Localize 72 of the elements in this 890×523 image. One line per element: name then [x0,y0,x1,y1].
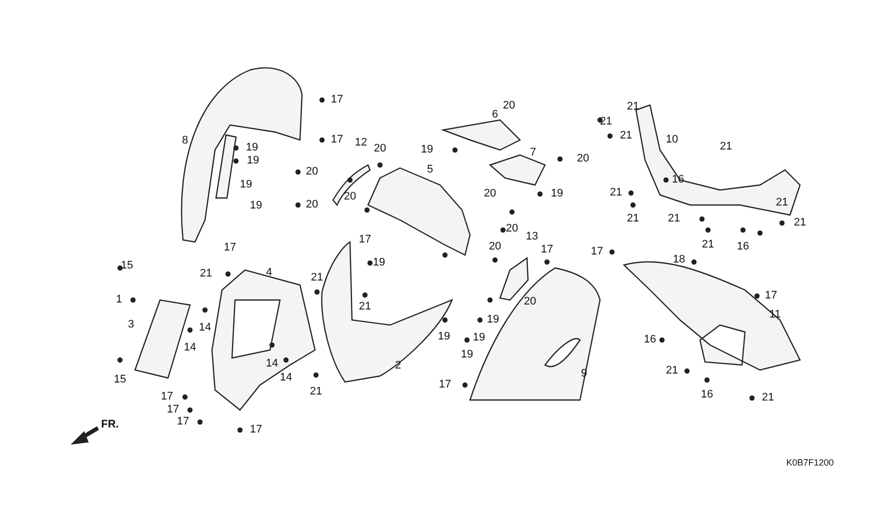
callout-number: 21 [668,214,680,224]
callout-number: 14 [280,372,292,384]
callout-number: 17 [250,424,262,436]
callout-number: 20 [524,296,536,308]
callout-number: 3 [128,320,134,330]
callout-number: 16 [644,334,656,346]
callout-number: 5 [426,164,434,176]
callout-number: 21 [794,218,806,228]
callout-number: 1 [116,294,122,306]
callout-number: 4 [266,268,272,278]
callout-number: 17 [176,416,190,428]
callout-number: 14 [198,322,212,334]
callout-number: 19 [438,332,450,342]
callout-number: 21 [720,142,732,152]
callout-number: 19 [472,332,486,344]
callout-number: 21 [310,272,324,284]
callout-number: 21 [358,302,372,312]
callout-number: 21 [620,130,632,142]
callout-number: 7 [530,148,536,158]
callout-number: 17 [160,392,174,402]
callout-number: 17 [166,404,180,416]
callout-number: 20 [306,166,318,178]
callout-number: 21 [666,366,678,376]
callout-number: 19 [240,180,252,190]
callout-number: 21 [600,116,612,128]
callout-number: 14 [184,342,196,354]
callout-number: 20 [506,224,518,234]
callout-number: 19 [246,142,258,154]
callout-number: 20 [488,242,502,252]
callout-number: 21 [776,198,788,208]
callout-number: 20 [374,144,386,154]
callout-number: 10 [666,134,678,146]
callout-number: 21 [702,240,714,250]
callout-number: 19 [250,200,262,212]
callout-number: 14 [266,358,278,370]
callout-number: 20 [502,100,516,112]
callout-number: 19 [372,258,386,268]
callout-number: 21 [626,214,640,224]
callout-number: 15 [120,260,134,272]
callout-number: 17 [358,234,372,246]
callout-number: 17 [330,134,344,146]
callout-number: 20 [306,200,318,210]
callout-number: 13 [526,232,538,242]
callout-number: 17 [764,290,778,302]
drawing-code: K0B7F1200 [786,458,834,468]
callout-number: 19 [420,144,434,156]
callout-number: 17 [224,242,236,254]
callout-number: 20 [344,192,356,202]
callout-number: 17 [590,246,604,258]
callout-number: 16 [736,242,750,252]
callout-number: 19 [486,314,500,326]
callout-number: 17 [330,94,344,106]
direction-label: FR. [101,420,119,430]
callout-number: 12 [354,138,368,148]
callout-number: 20 [576,154,590,164]
callout-number: 21 [762,392,774,404]
callout-number: 15 [114,374,126,386]
callout-number: 16 [672,174,684,186]
callout-number: 17 [540,244,554,256]
callout-number: 21 [200,268,212,280]
callout-number: 19 [550,188,564,200]
callout-number: 19 [460,350,474,360]
callout-number: 16 [700,390,714,400]
callout-number: 19 [246,156,260,166]
callout-number: 20 [484,188,496,200]
callout-number: 18 [672,254,686,266]
callout-number: 8 [182,136,188,146]
callout-number: 21 [310,386,322,398]
callout-number: 6 [492,110,498,120]
callout-number: 21 [610,188,622,198]
callout-number: 17 [438,380,452,390]
callout-number: 21 [626,102,640,112]
